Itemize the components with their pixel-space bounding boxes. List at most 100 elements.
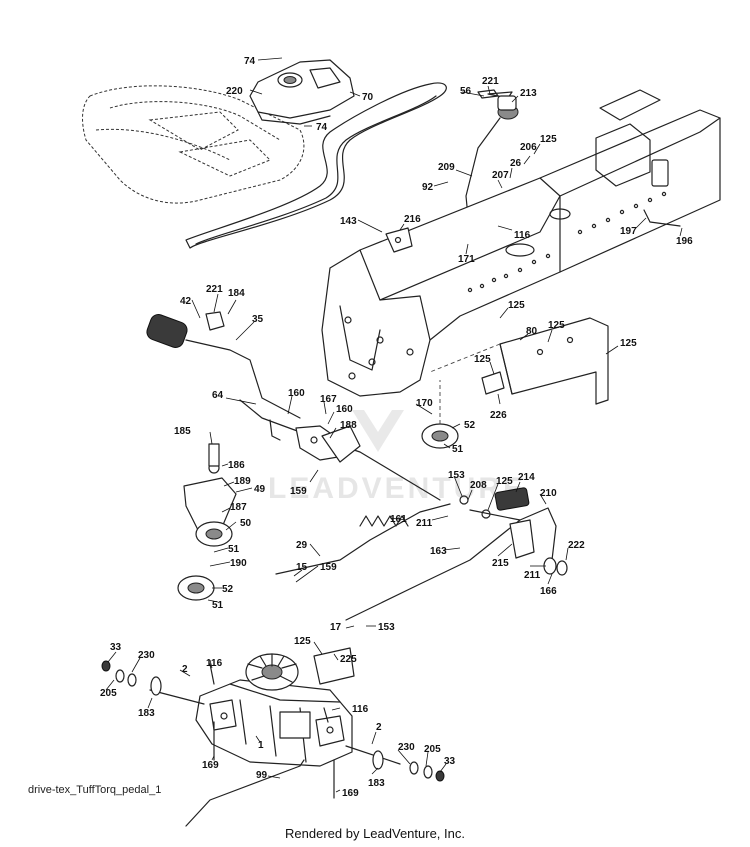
callout-64: 64	[212, 390, 224, 401]
callout-160a: 160	[288, 388, 305, 399]
diagram-name: drive-tex_TuffTorq_pedal_1	[28, 784, 162, 796]
callout-52a: 52	[464, 420, 476, 431]
callout-211b: 211	[524, 570, 541, 581]
callout-170: 170	[416, 398, 433, 409]
callout-215: 215	[492, 558, 509, 569]
callout-230b: 230	[398, 742, 415, 753]
callout-226: 226	[490, 410, 507, 421]
callout-214: 214	[518, 472, 535, 483]
watermark-text: LEADVENTURE	[268, 472, 526, 505]
seat-outline	[82, 85, 305, 204]
mount-bolts	[209, 663, 335, 799]
brake-rod	[185, 759, 305, 827]
tractor-frame	[321, 89, 721, 397]
callout-220: 220	[226, 86, 243, 97]
callout-225: 225	[340, 654, 357, 665]
fan-bracket	[313, 647, 355, 685]
callout-51b: 51	[228, 544, 240, 555]
callout-125d: 125	[620, 338, 637, 349]
callout-209: 209	[438, 162, 455, 173]
callout-196: 196	[676, 236, 693, 247]
callout-222: 222	[568, 540, 585, 551]
callout-213: 213	[520, 88, 537, 99]
callout-183b: 183	[368, 778, 385, 789]
callout-99: 99	[256, 770, 268, 781]
callout-70: 70	[362, 92, 374, 103]
axle-right	[345, 745, 445, 782]
callout-184: 184	[228, 288, 245, 299]
callout-221b: 221	[206, 284, 223, 295]
callout-116a: 116	[514, 230, 531, 241]
callout-125g: 125	[294, 636, 311, 647]
callout-26: 26	[510, 158, 522, 169]
idler-pulley-top	[195, 521, 233, 547]
callout-125a: 125	[540, 134, 557, 145]
callout-2a: 2	[182, 664, 188, 675]
callout-153b: 153	[378, 622, 395, 633]
callout-52b: 52	[222, 584, 234, 595]
callout-116c: 116	[352, 704, 369, 715]
callout-33a: 33	[110, 642, 122, 653]
callout-116b: 116	[206, 658, 223, 669]
callout-56: 56	[460, 86, 472, 97]
callout-143: 143	[340, 216, 357, 227]
callout-166: 166	[540, 586, 557, 597]
callout-125e: 125	[474, 354, 491, 365]
callout-74a: 74	[244, 56, 256, 67]
callout-169b: 169	[342, 788, 359, 799]
lift-handle	[146, 311, 301, 419]
pedal-bracket	[481, 317, 609, 405]
rendered-by-credit: Rendered by LeadVenture, Inc.	[285, 826, 465, 841]
callout-188: 188	[340, 420, 357, 431]
callout-1: 1	[258, 740, 264, 751]
callout-187: 187	[230, 502, 247, 513]
transmission	[195, 679, 353, 767]
idler-pulley-bottom	[177, 575, 215, 601]
callout-51c: 51	[212, 600, 224, 611]
callout-125b: 125	[508, 300, 525, 311]
callout-210: 210	[540, 488, 557, 499]
console-panel	[249, 59, 355, 125]
callout-125f: 125	[496, 476, 513, 487]
callout-51a: 51	[452, 444, 464, 455]
callout-185: 185	[174, 426, 191, 437]
callout-160b: 160	[336, 404, 353, 415]
callout-159b: 159	[320, 562, 337, 573]
callout-35: 35	[252, 314, 264, 325]
callout-33b: 33	[444, 756, 456, 767]
callout-80: 80	[526, 326, 538, 337]
callout-42: 42	[180, 296, 192, 307]
callout-29: 29	[296, 540, 308, 551]
callout-171: 171	[458, 254, 475, 265]
idler-arm	[183, 443, 237, 533]
brake-pedal	[469, 487, 568, 576]
callout-167: 167	[320, 394, 337, 405]
callout-207: 207	[492, 170, 509, 181]
callout-163: 163	[430, 546, 447, 557]
callout-17: 17	[330, 622, 342, 633]
callout-50: 50	[240, 518, 252, 529]
callout-labels: 74 220 70 74 221 56 213 125 206 209 26 2…	[100, 56, 693, 799]
callout-189: 189	[234, 476, 251, 487]
callout-15: 15	[296, 562, 308, 573]
callout-186: 186	[228, 460, 245, 471]
callout-208: 208	[470, 480, 487, 491]
callout-159a: 159	[290, 486, 307, 497]
watermark-logo	[352, 410, 404, 452]
callout-206: 206	[520, 142, 537, 153]
guide-line-bracket	[429, 343, 501, 373]
callout-169a: 169	[202, 760, 219, 771]
callout-216: 216	[404, 214, 421, 225]
callout-2b: 2	[376, 722, 382, 733]
axle-left	[101, 660, 205, 705]
callout-161: 161	[390, 514, 407, 525]
callout-183a: 183	[138, 708, 155, 719]
callout-125c: 125	[548, 320, 565, 331]
callout-92: 92	[422, 182, 434, 193]
callout-221a: 221	[482, 76, 499, 87]
callout-230a: 230	[138, 650, 155, 661]
callout-197: 197	[620, 226, 637, 237]
callout-74b: 74	[316, 122, 328, 133]
leader-lines	[105, 57, 683, 793]
